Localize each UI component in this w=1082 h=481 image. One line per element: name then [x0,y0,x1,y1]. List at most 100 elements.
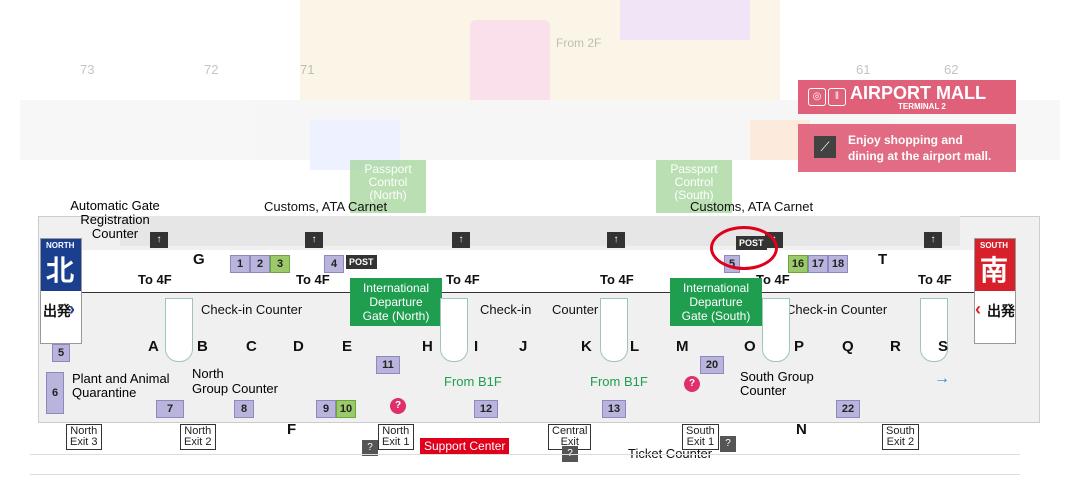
counter-q[interactable]: Q [842,338,854,355]
counter-a[interactable]: A [148,338,159,355]
counter-o[interactable]: O [744,338,756,355]
info-desk-icon[interactable]: ? [720,436,736,452]
counter-13[interactable]: 13 [602,400,626,418]
counter-16[interactable]: 16 [788,255,808,273]
counter-1[interactable]: 1 [230,255,250,273]
counter-18[interactable]: 18 [828,255,848,273]
passport-control-north: Passport Control (North) [350,160,426,213]
counter-m[interactable]: M [676,338,689,355]
mall-subtitle: TERMINAL 2 [898,102,946,111]
escalator-icon: ⟋ [814,136,836,158]
counter-10[interactable]: 10 [336,400,356,418]
divider-line [80,292,980,293]
mall-tagline-1: Enjoy shopping and [848,133,963,147]
restaurant-icon: ‖ [828,88,846,106]
counter-20[interactable]: 20 [700,356,724,374]
counter-9[interactable]: 9 [316,400,336,418]
customs-south-label: Customs, ATA Carnet [690,199,814,214]
to-4f-label: To 4F [600,272,634,287]
airport-mall-info[interactable]: ⟋ Enjoy shopping and dining at the airpo… [798,124,1016,172]
counter-i[interactable]: I [474,338,479,355]
gate-73-label: 73 [80,62,95,77]
south-group-counter-label: South Group Counter [740,369,814,398]
counter-5-left[interactable]: 5 [52,344,70,362]
counter-l[interactable]: L [630,338,640,355]
counter-22[interactable]: 22 [836,400,860,418]
counter-6[interactable]: 6 [46,372,64,414]
checkin-counter-label: Check-in Counter [786,302,888,317]
counter-17[interactable]: 17 [808,255,828,273]
zone-t-label: T [878,251,888,268]
north-sign: NORTH 北 出発 › [40,238,82,344]
escalator-icon: ↑ [150,232,168,248]
zone-g-label: G [193,251,205,268]
counter-h[interactable]: H [422,338,433,355]
counter-j[interactable]: J [519,338,528,355]
counter-2[interactable]: 2 [250,255,270,273]
counter-r[interactable]: R [890,338,901,355]
counter-p[interactable]: P [794,338,805,355]
south-sign: SOUTH 南 ‹ 出発 [974,238,1016,344]
south-depart-label: 出発 [987,303,1015,319]
north-group-counter-label: North Group Counter [192,366,278,396]
north-arrow-icon: › [69,299,75,319]
to-4f-label: To 4F [446,272,480,287]
counter-island [440,298,468,362]
checkin-counter-label: Check-in Counter [201,302,303,317]
counter-e[interactable]: E [342,338,353,355]
zone-n-label: N [796,421,807,438]
north-label: NORTH [46,241,75,250]
north-kanji: 北 [46,255,75,286]
to-4f-label: To 4F [918,272,952,287]
checkin-label: Check-in [480,302,532,317]
ticket-counter-label: Ticket Counter [628,446,713,461]
gate-61-label: 61 [856,62,871,77]
counter-11[interactable]: 11 [376,356,400,374]
gate-62-label: 62 [944,62,959,77]
intl-departure-gate-north[interactable]: International Departure Gate (North) [350,278,442,326]
intl-departure-gate-south[interactable]: International Departure Gate (South) [670,278,762,326]
counter-7[interactable]: 7 [156,400,184,418]
south-kanji: 南 [980,255,1009,286]
counter-4[interactable]: 4 [324,255,344,273]
counter-8[interactable]: 8 [234,400,254,418]
counter-b[interactable]: B [197,338,208,355]
bottom-road-line [30,474,1020,475]
annotation-circle [710,226,778,270]
counter-12[interactable]: 12 [474,400,498,418]
info-icon[interactable]: ? [390,398,406,414]
counter-d[interactable]: D [293,338,304,355]
counter-k[interactable]: K [581,338,592,355]
gate-72-label: 72 [204,62,219,77]
gate-71-label: 71 [300,62,315,77]
arrow-right-icon: → [934,370,950,387]
south-arrow-icon: ‹ [975,299,981,319]
post-box[interactable]: POST [346,255,377,269]
from-b1f-label: From B1F [590,374,648,389]
mall-tagline-2: dining at the airport mall. [848,149,992,163]
post-box-south[interactable]: POST [736,236,767,250]
counter-island [920,298,948,362]
floor-upper-band [120,216,960,246]
info-desk-icon[interactable]: ? [362,440,378,456]
counter-island [762,298,790,362]
to-4f-label: To 4F [138,272,172,287]
from-b1f-label: From B1F [444,374,502,389]
escalator-icon: ↑ [607,232,625,248]
info-icon[interactable]: ? [684,376,700,392]
counter-c[interactable]: C [246,338,257,355]
airport-mall-header[interactable]: ◎ ‖ AIRPORT MALL TERMINAL 2 [798,80,1016,114]
support-center-label[interactable]: Support Center [420,438,510,454]
from-2f-label: From 2F [556,36,602,50]
to-4f-label: To 4F [296,272,330,287]
counter-3[interactable]: 3 [270,255,290,273]
customs-north-label: Customs, ATA Carnet [264,199,388,214]
escalator-icon: ↑ [924,232,942,248]
counter-s[interactable]: S [938,338,949,355]
